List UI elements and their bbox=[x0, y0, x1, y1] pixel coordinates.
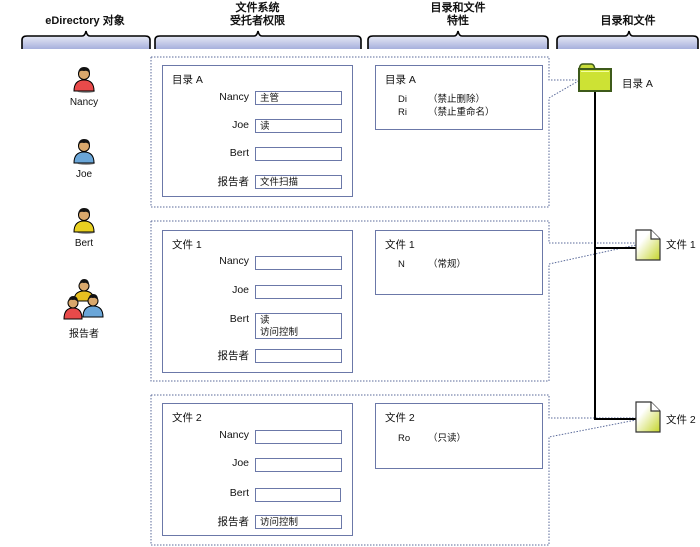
attribute-desc: （禁止重命名） bbox=[428, 107, 495, 118]
trustee-label-reporters: 报告者 bbox=[217, 516, 250, 528]
brace-objects bbox=[21, 30, 151, 49]
brace-attributes bbox=[367, 30, 549, 49]
user-blue-icon bbox=[73, 139, 95, 165]
user-name: Joe bbox=[75, 169, 93, 180]
panel-title: 目录 A bbox=[385, 74, 416, 86]
trustee-label-reporters: 报告者 bbox=[217, 176, 250, 188]
tree-folder-label[interactable]: 目录 A bbox=[622, 78, 653, 90]
tree-file-1-label[interactable]: 文件 1 bbox=[666, 239, 696, 251]
header-attributes: 目录和文件 特性 bbox=[368, 2, 548, 28]
rights-field-reporters[interactable]: 访问控制 bbox=[255, 515, 342, 529]
rights-field-joe[interactable]: 读 bbox=[255, 119, 342, 133]
attribute-item: Ri （禁止重命名） bbox=[398, 104, 495, 118]
brace-trustees bbox=[154, 30, 362, 49]
header-trustees-line1: 文件系统 bbox=[235, 2, 280, 14]
user-name: 报告者 bbox=[69, 329, 99, 340]
rights-field-bert[interactable] bbox=[255, 147, 342, 161]
trustee-label-nancy: Nancy bbox=[219, 429, 249, 441]
panel-title: 目录 A bbox=[172, 74, 203, 86]
panel-title: 文件 1 bbox=[172, 239, 202, 251]
user-red-icon bbox=[73, 67, 95, 93]
group-icon bbox=[63, 279, 104, 320]
header-tree: 目录和文件 bbox=[600, 15, 656, 27]
folder-icon[interactable] bbox=[577, 63, 613, 93]
rights-field-bert[interactable] bbox=[255, 488, 341, 502]
trustee-label-nancy: Nancy bbox=[219, 91, 249, 103]
trustee-label-joe: Joe bbox=[232, 457, 249, 469]
attribute-desc: （禁止删除） bbox=[428, 94, 486, 105]
rights-field-reporters[interactable]: 文件扫描 bbox=[255, 175, 342, 189]
attribute-code: Di bbox=[398, 94, 407, 105]
header-edirectory-objects: eDirectory 对象 bbox=[45, 15, 125, 27]
header-attributes-line2: 特性 bbox=[447, 15, 469, 27]
trustee-label-bert: Bert bbox=[229, 147, 249, 159]
attribute-desc: （常规） bbox=[428, 259, 467, 270]
attribute-panel-file-2: 文件 2 bbox=[375, 403, 543, 469]
attribute-panel-dir-a: 目录 A bbox=[375, 65, 543, 130]
panel-title: 文件 2 bbox=[385, 412, 415, 424]
file-icon[interactable] bbox=[634, 228, 662, 262]
panel-title: 文件 1 bbox=[385, 239, 415, 251]
rights-field-bert[interactable]: 读 访问控制 bbox=[255, 313, 342, 339]
panel-title: 文件 2 bbox=[172, 412, 202, 424]
rights-field-reporters[interactable] bbox=[255, 349, 342, 363]
attribute-code: Ro bbox=[398, 433, 411, 444]
attribute-item: Ro （只读） bbox=[398, 430, 466, 444]
header-trustees: 文件系统 受托者权限 bbox=[155, 2, 360, 28]
trustee-label-nancy: Nancy bbox=[219, 255, 249, 267]
attribute-code: N bbox=[398, 259, 405, 270]
user-joe[interactable]: Joe bbox=[54, 137, 114, 180]
attribute-item: Di （禁止删除） bbox=[398, 91, 485, 105]
attribute-panel-file-1: 文件 1 bbox=[375, 230, 543, 295]
trustee-label-joe: Joe bbox=[232, 284, 249, 296]
rights-field-joe[interactable] bbox=[255, 458, 342, 472]
user-nancy[interactable]: Nancy bbox=[54, 65, 114, 108]
rights-field-nancy[interactable] bbox=[255, 430, 342, 444]
user-bert[interactable]: Bert bbox=[54, 206, 114, 249]
trustee-label-bert: Bert bbox=[229, 487, 249, 499]
attribute-item: N （常规） bbox=[398, 256, 466, 270]
trustee-label-reporters: 报告者 bbox=[217, 350, 250, 362]
tree-file-2-label[interactable]: 文件 2 bbox=[666, 414, 696, 426]
trustee-label-bert: Bert bbox=[229, 313, 249, 325]
attribute-desc: （只读） bbox=[428, 433, 467, 444]
rights-field-nancy[interactable]: 主管 bbox=[255, 91, 342, 105]
right-value: 访问控制 bbox=[260, 327, 299, 338]
brace-tree bbox=[556, 30, 699, 49]
header-trustees-line2: 受托者权限 bbox=[230, 15, 285, 27]
rights-field-joe[interactable] bbox=[255, 285, 342, 299]
rights-field-nancy[interactable] bbox=[255, 256, 342, 270]
user-group-reporters[interactable]: 报告者 bbox=[54, 277, 114, 340]
user-name: Nancy bbox=[69, 97, 99, 108]
attribute-code: Ri bbox=[398, 107, 407, 118]
header-attributes-line1: 目录和文件 bbox=[430, 2, 486, 14]
file-icon[interactable] bbox=[634, 400, 662, 434]
user-yellow-icon bbox=[73, 208, 95, 234]
user-name: Bert bbox=[74, 238, 94, 249]
trustee-label-joe: Joe bbox=[232, 119, 249, 131]
right-value: 读 bbox=[260, 315, 270, 326]
